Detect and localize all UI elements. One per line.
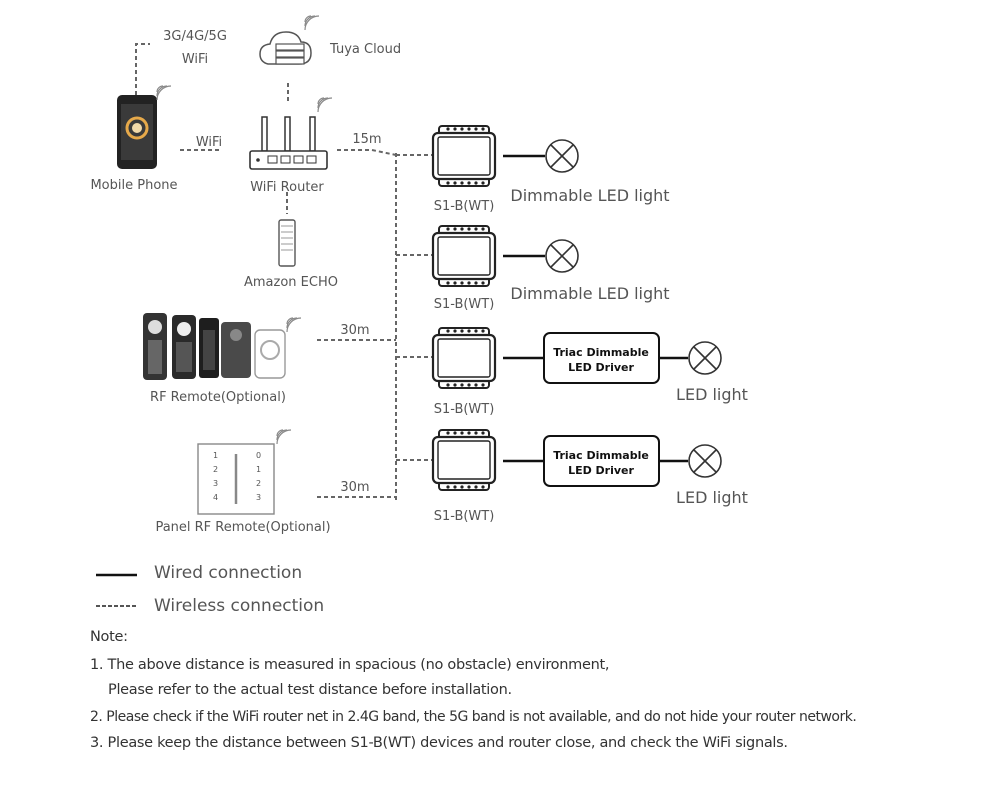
module-label-2: S1-B(WT)	[434, 297, 495, 312]
note-line-1: 1. The above distance is measured in spa…	[90, 657, 610, 673]
load-label-1: Dimmable LED light	[510, 186, 669, 205]
rf-remote-label: RF Remote(Optional)	[150, 390, 286, 405]
note-line-1b: Please refer to the actual test distance…	[108, 682, 512, 698]
wireless-links	[135, 43, 432, 500]
lamp-icon-1	[545, 139, 579, 173]
svg-text:2: 2	[256, 479, 261, 488]
load-label-3: LED light	[676, 385, 748, 404]
driver-label-3a: Triac Dimmable	[553, 346, 649, 359]
s1-module-2	[431, 224, 497, 288]
echo-label: Amazon ECHO	[244, 275, 338, 290]
note-line-3: 3. Please keep the distance between S1-B…	[90, 735, 788, 751]
driver-label-4b: LED Driver	[568, 464, 634, 477]
load-label-2: Dimmable LED light	[510, 284, 669, 303]
s1-module-4	[431, 428, 497, 492]
module-label-1: S1-B(WT)	[434, 199, 495, 214]
s1-module-3	[431, 326, 497, 390]
note-line-2: 2. Please check if the WiFi router net i…	[90, 709, 857, 725]
panel-remote-keys: 1 2 3 4 0 1 2 3	[213, 451, 261, 502]
svg-text:3: 3	[213, 479, 218, 488]
note-heading: Note:	[90, 629, 128, 645]
svg-text:4: 4	[213, 493, 218, 502]
s1-module-1	[431, 124, 497, 188]
panel-remote-label: Panel RF Remote(Optional)	[155, 520, 330, 535]
echo-icon	[278, 219, 296, 267]
distance-router: 15m	[352, 132, 381, 147]
legend-wired-label: Wired connection	[154, 563, 303, 583]
wifi-label-top: WiFi	[182, 52, 208, 67]
router-label: WiFi Router	[250, 180, 324, 195]
driver-label-4a: Triac Dimmable	[553, 449, 649, 462]
module-label-3: S1-B(WT)	[434, 402, 495, 417]
router-icon	[249, 97, 333, 170]
lamp-icon-3	[688, 341, 722, 375]
svg-text:0: 0	[256, 451, 261, 460]
wifi-label-mid: WiFi	[196, 135, 222, 150]
svg-text:1: 1	[213, 451, 218, 460]
phone-icon	[117, 85, 172, 169]
driver-label-3b: LED Driver	[568, 361, 634, 374]
cellular-label: 3G/4G/5G	[163, 29, 227, 44]
rf-remote-icon	[143, 313, 302, 380]
legend-wireless-label: Wireless connection	[154, 596, 325, 616]
lamp-icon-4	[688, 444, 722, 478]
svg-text:1: 1	[256, 465, 261, 474]
svg-text:2: 2	[213, 465, 218, 474]
lamp-icon-2	[545, 239, 579, 273]
distance-rf: 30m	[340, 323, 369, 338]
load-label-4: LED light	[676, 488, 748, 507]
distance-panel: 30m	[340, 480, 369, 495]
module-label-4: S1-B(WT)	[434, 509, 495, 524]
phone-label: Mobile Phone	[90, 178, 177, 193]
panel-remote-icon	[197, 429, 292, 515]
cloud-label: Tuya Cloud	[329, 42, 401, 57]
cloud-icon	[259, 15, 320, 65]
svg-text:3: 3	[256, 493, 261, 502]
